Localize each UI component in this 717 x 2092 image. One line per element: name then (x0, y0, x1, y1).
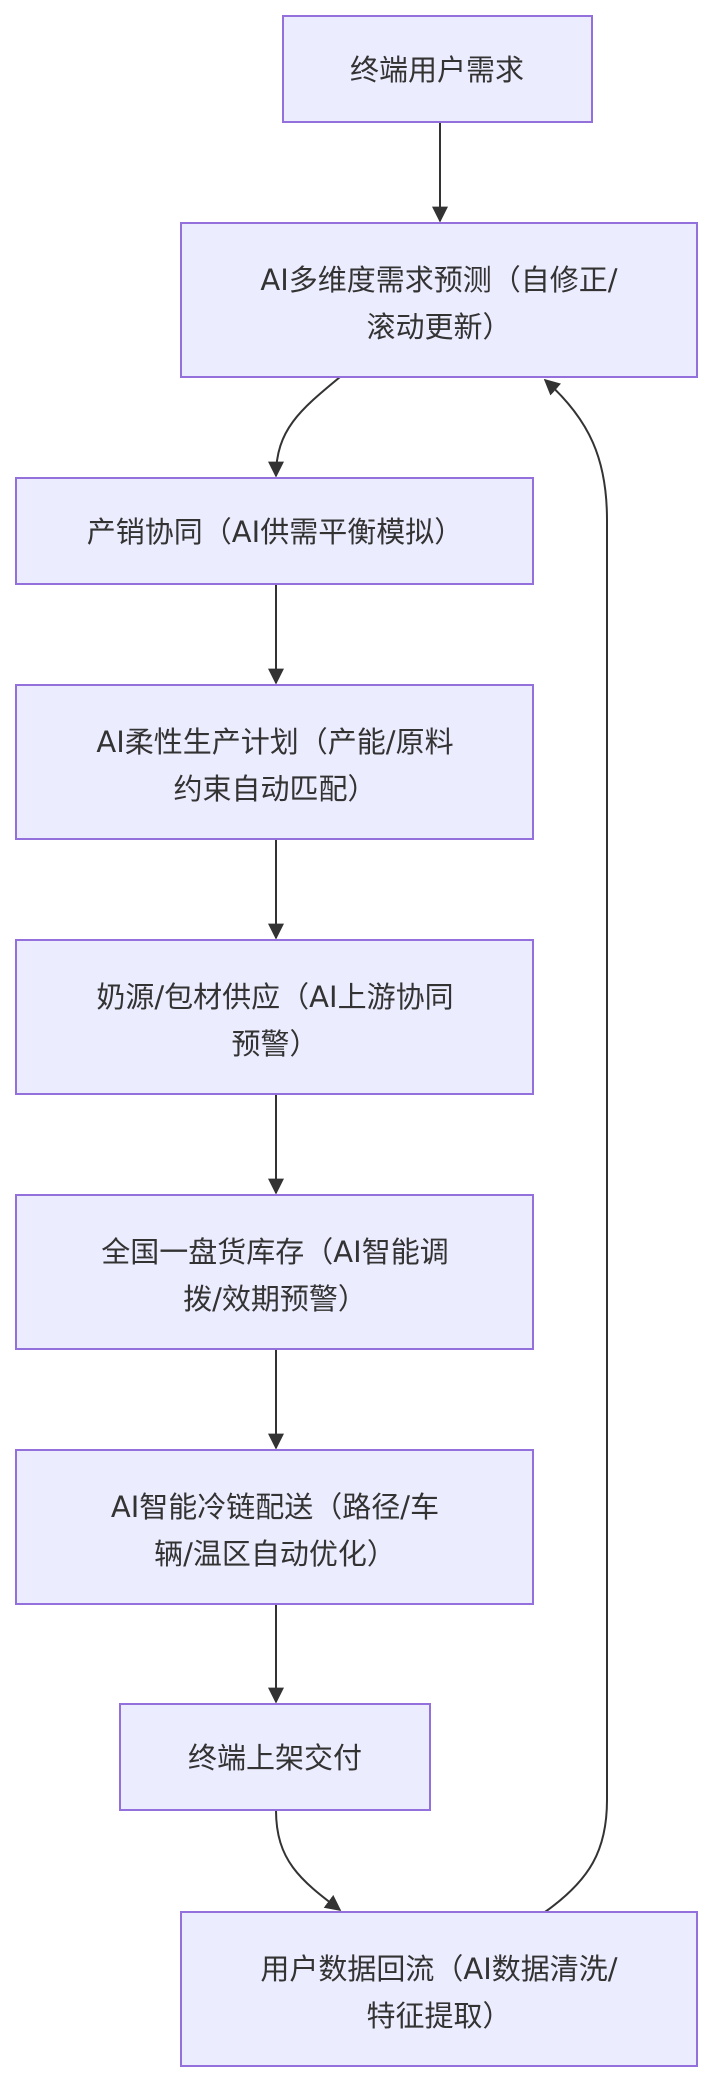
node-ai-flexible-production[interactable]: AI柔性生产计划（产能/原料 约束自动匹配） (15, 684, 534, 840)
node-label: 终端用户需求 (350, 53, 524, 87)
edge-n8-n9 (275, 1809, 342, 1911)
node-label-line1: 用户数据回流（AI数据清洗/ (260, 1952, 617, 1986)
node-label-line2: 滚动更新） (366, 310, 511, 344)
node-label-line2: 预警） (231, 1027, 318, 1061)
node-label: 终端上架交付 (188, 1741, 362, 1775)
node-terminal-shelving[interactable]: 终端上架交付 (119, 1703, 431, 1811)
node-national-inventory[interactable]: 全国一盘货库存（AI智能调 拨/效期预警） (15, 1194, 534, 1350)
node-label-line1: AI柔性生产计划（产能/原料 (96, 725, 453, 759)
node-label-line1: 全国一盘货库存（AI智能调 (101, 1235, 448, 1269)
node-end-user-demand[interactable]: 终端用户需求 (282, 15, 593, 123)
node-label-line1: AI智能冷链配送（路径/车 (111, 1490, 439, 1524)
node-sales-production-sync[interactable]: 产销协同（AI供需平衡模拟） (15, 477, 534, 585)
edge-n9-n2 (543, 378, 608, 1913)
node-label-line2: 特征提取） (366, 1999, 511, 2033)
node-label-line2: 拨/效期预警） (183, 1282, 367, 1316)
edges (268, 122, 608, 1913)
node-label-line2: 约束自动匹配） (173, 772, 376, 806)
edge-n2-n3 (268, 376, 341, 478)
node-milk-packaging-supply[interactable]: 奶源/包材供应（AI上游协同 预警） (15, 939, 534, 1095)
node-label-line1: AI多维度需求预测（自修正/ (260, 263, 617, 297)
node-label: 产销协同（AI供需平衡模拟） (87, 515, 463, 549)
node-label-line2: 辆/温区自动优化） (154, 1537, 396, 1571)
node-ai-cold-chain-delivery[interactable]: AI智能冷链配送（路径/车 辆/温区自动优化） (15, 1449, 534, 1605)
node-label-line1: 奶源/包材供应（AI上游协同 (96, 980, 453, 1014)
node-ai-demand-forecast[interactable]: AI多维度需求预测（自修正/ 滚动更新） (180, 222, 698, 378)
node-user-data-feedback[interactable]: 用户数据回流（AI数据清洗/ 特征提取） (180, 1911, 698, 2067)
